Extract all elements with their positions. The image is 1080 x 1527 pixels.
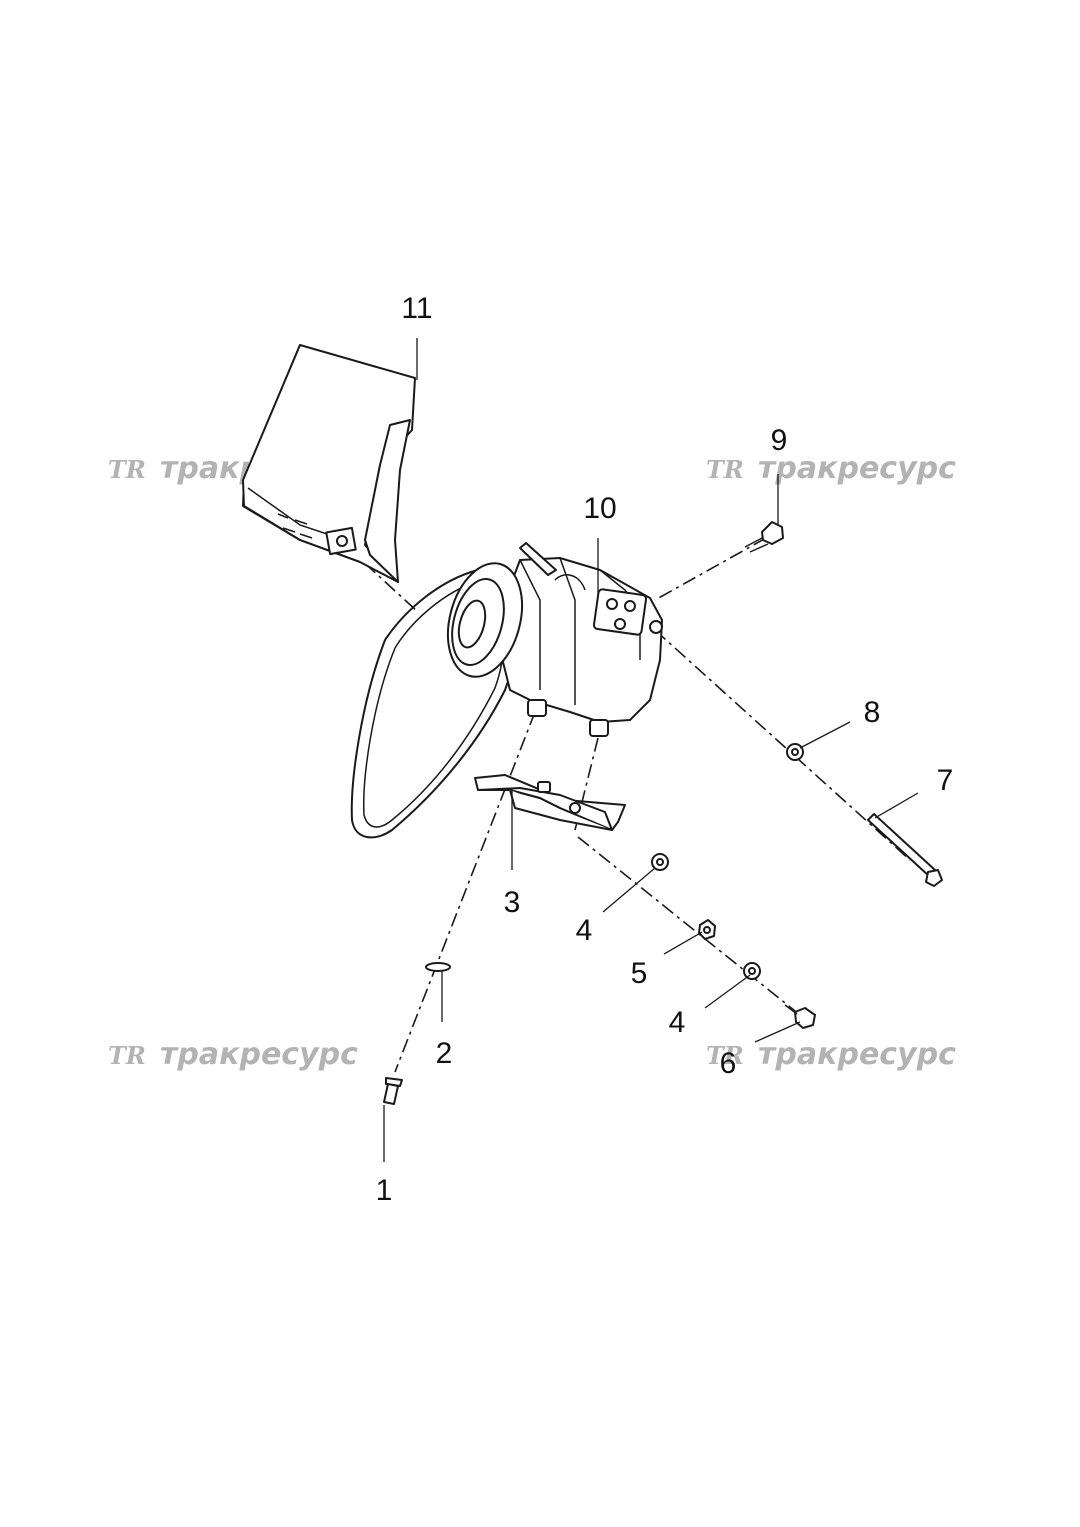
watermark-text: тракресурс: [758, 451, 956, 486]
assembly-axis-lines: [344, 537, 911, 1073]
callout-labels: 1 2 3 4 4 5 6 7 8 9 10 11: [376, 292, 954, 1207]
leader-7: [874, 792, 919, 819]
part-8-washer: [786, 743, 804, 761]
callout-1: 1: [376, 1174, 393, 1207]
watermark-logo: TR: [108, 1041, 146, 1070]
part-5-nut: [698, 919, 716, 940]
leader-8: [799, 721, 851, 749]
part-2-washer: [425, 962, 451, 972]
watermark-text: тракресурс: [758, 1037, 956, 1072]
part-10-compressor: [447, 542, 663, 737]
watermark-bottom-right: TR тракресурс: [706, 1037, 956, 1072]
part-4-washer-upper: [651, 853, 669, 871]
leader-4b: [704, 974, 751, 1009]
callout-11: 11: [401, 292, 432, 325]
callout-5: 5: [631, 957, 648, 990]
leader-5: [663, 931, 703, 955]
callout-9: 9: [771, 424, 788, 457]
callout-4-upper: 4: [576, 914, 593, 947]
part-6-bolt: [784, 1004, 816, 1029]
part-11-housing: [242, 344, 416, 583]
axis-line-bracket-rear: [574, 737, 599, 831]
part-4-washer-lower: [743, 962, 761, 980]
callout-8: 8: [864, 696, 881, 729]
part-7-long-bolt: [867, 813, 943, 887]
callout-3: 3: [504, 886, 521, 919]
axis-line-bolt-6: [577, 836, 801, 1016]
axis-line-bolt-9: [654, 537, 767, 601]
callout-6: 6: [720, 1047, 737, 1080]
leader-lines: [383, 338, 919, 1162]
watermark-logo: TR: [108, 455, 146, 484]
axis-line-bolt-1: [394, 711, 536, 1073]
axis-line-mount: [344, 544, 419, 613]
watermark-top-right: TR тракресурс: [706, 451, 956, 486]
watermark-logo: TR: [706, 1041, 744, 1070]
part-9-bolt: [744, 521, 784, 553]
callout-10: 10: [583, 492, 616, 525]
part-1-bolt: [383, 1077, 403, 1105]
axis-line-bolt-7: [654, 629, 911, 861]
part-3-bracket: [474, 774, 626, 831]
leader-6: [754, 1021, 801, 1043]
watermark-bottom-left: TR тракресурс: [108, 1037, 358, 1072]
leader-4a: [602, 867, 656, 913]
callout-7: 7: [937, 764, 954, 797]
watermark-logo: TR: [706, 455, 744, 484]
callout-2: 2: [436, 1037, 453, 1070]
watermark-text: тракресурс: [160, 1037, 358, 1072]
callout-4-lower: 4: [669, 1006, 686, 1039]
